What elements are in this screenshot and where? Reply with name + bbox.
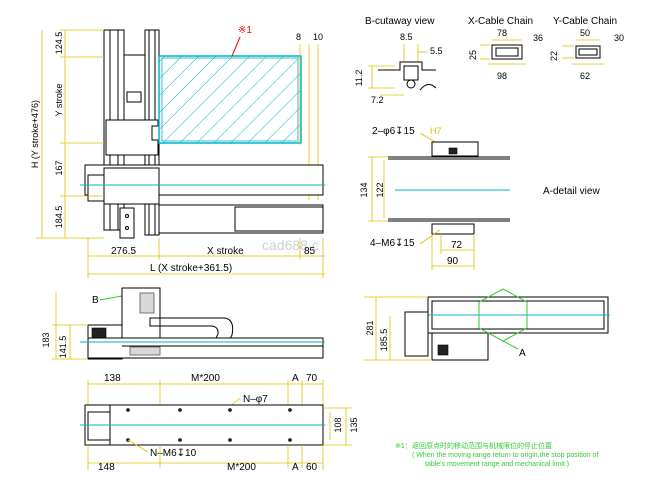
a-detail-view: 2–φ6↧15 H7 134 122 A-detail view 4–M6↧15… [359,126,600,270]
right-view: A 281 185.5 [364,288,610,361]
x-chain-dim-25: 25 [468,50,478,60]
dim-overall-length: L (X stroke+361.5) [150,263,232,274]
note-line-2: table's movement range and mechanical li… [425,461,569,468]
a-hole-top: 2–φ6↧15 [372,126,415,137]
dim-10: 10 [313,32,323,42]
note-block: ※1： 返回原点时的移动范围与机械限位的停止位置 ( When the movi… [395,441,598,468]
bottom-top-dim-138: 138 [104,373,121,384]
y-chain-dim-30: 30 [614,33,624,43]
bottom-dim-148: 148 [98,462,115,473]
a-dim-122: 122 [375,182,385,197]
x-mount-plate [119,207,135,239]
x-chain-dim-78: 78 [497,28,507,38]
bottom-top-dim-a: A [292,373,299,384]
bottom-tap: N–M6↧10 [150,448,197,459]
b-dim-8-5: 8.5 [400,32,413,42]
b-dim-11-2: 11.2 [354,70,364,87]
y-carriage [105,119,159,156]
right-dim-281: 281 [365,320,375,335]
x-axis-end-block [234,206,324,232]
bottom-dim-108: 108 [333,417,343,432]
callout-b: B [92,295,99,306]
b-dim-5-5: 5.5 [430,46,443,56]
bottom-motor [87,411,111,441]
dim-167: 167 [54,160,64,175]
dim-overall-height: H (Y stroke+476) [30,100,40,168]
dim-85: 85 [304,246,316,257]
a-dim-90: 90 [447,256,459,267]
dim-276-5: 276.5 [111,246,136,257]
y-chain-dim-22: 22 [549,51,559,61]
x-chain-title: X-Cable Chain [468,16,533,27]
note-marker: ※1 [238,25,252,36]
y-slider-block [123,54,146,121]
a-tap-bottom: 4–M6↧15 [370,238,415,249]
bottom-top-dim-m200: M*200 [191,373,220,384]
bottom-dim-a: A [292,462,299,473]
y-carriage-stop [151,125,160,141]
main-view: cad688.c ※1 8 10 [30,25,325,278]
note-chinese: 返回原点时的移动范围与机械限位的停止位置 [412,441,552,450]
dim-184-5: 184.5 [54,206,64,229]
side-x-rail [87,337,324,359]
bottom-top-dim-70: 70 [306,373,318,384]
a-hole-top-fit: H7 [430,126,442,136]
a-dim-134: 134 [359,182,369,197]
y-cable-chain: Y-Cable Chain 50 30 22 62 [549,16,624,81]
b-cutaway-view: B-cutaway view 8.5 5.5 11.2 7.2 [354,16,443,105]
bottom-dim-m200: M*200 [227,462,256,473]
y-chain-dim-50: 50 [580,28,590,38]
b-cutaway-title: B-cutaway view [365,16,435,27]
watermark: cad688.c [262,237,319,253]
a-detail-title: A-detail view [543,186,600,197]
note-marker-label: ※1： [395,443,412,450]
bottom-dim-60: 60 [306,462,318,473]
y-chain-dim-62: 62 [580,71,590,81]
dim-8: 8 [296,32,301,42]
dim-y-stroke: Y stroke [54,84,64,117]
y-chain-section [575,45,601,59]
a-bottom-block [431,223,475,235]
note-line-1: ( When the moving range return to origin… [412,452,598,459]
callout-a: A [519,348,526,359]
dim-x-stroke: X stroke [207,246,244,257]
right-motor [404,311,429,357]
b-dim-7-2: 7.2 [371,95,384,105]
x-chain-dim-98: 98 [497,71,507,81]
right-dim-185-5: 185.5 [379,329,389,352]
side-dim-183: 183 [41,332,51,347]
x-cable-chain: X-Cable Chain 78 36 25 98 [468,16,543,81]
bottom-view: 138 M*200 A 70 N–φ7 108 135 N–M6↧10 [80,373,359,473]
hatched-stroke-area [158,55,302,144]
x-chain-dim-36: 36 [533,33,543,43]
b-bolt-head [406,79,416,89]
dim-124-5: 124.5 [54,32,64,55]
bottom-dim-135: 135 [349,417,359,432]
bottom-hole: N–φ7 [243,394,268,405]
y-slider-clamp [126,91,142,103]
side-dim-141-5: 141.5 [58,336,68,359]
x-axis-carriage [103,167,160,205]
a-dim-72: 72 [451,240,463,251]
side-view: B 183 141.5 [41,287,325,360]
x-motor [87,174,105,202]
y-chain-title: Y-Cable Chain [553,16,617,27]
